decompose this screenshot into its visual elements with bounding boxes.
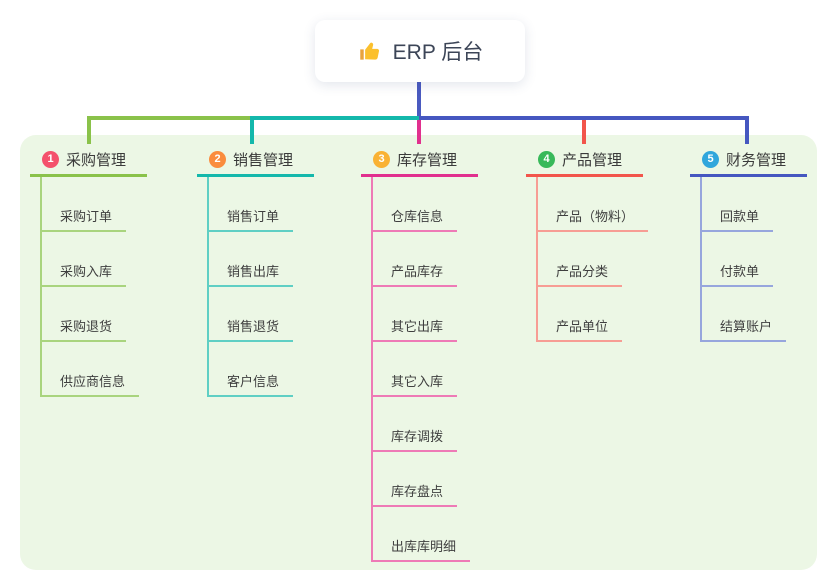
child-node[interactable]: 销售出库 bbox=[209, 232, 294, 287]
child-node[interactable]: 采购订单 bbox=[42, 177, 127, 232]
badge-number-5: 5 bbox=[702, 151, 719, 168]
child-node[interactable]: 出库库明细 bbox=[373, 507, 471, 562]
branch-label: 财务管理 bbox=[726, 152, 787, 169]
child-node[interactable]: 供应商信息 bbox=[42, 342, 140, 397]
connector-drop-branch-4 bbox=[582, 120, 586, 144]
child-node[interactable]: 产品库存 bbox=[373, 232, 458, 287]
connector-drop-branch-3 bbox=[417, 120, 421, 144]
branch-sales: 2 销售管理 销售订单 销售出库 销售退货 客户信息 bbox=[197, 145, 314, 397]
thumbs-up-icon bbox=[357, 38, 383, 64]
child-node[interactable]: 客户信息 bbox=[209, 342, 294, 397]
branch-label: 采购管理 bbox=[66, 152, 127, 169]
child-node[interactable]: 采购入库 bbox=[42, 232, 127, 287]
badge-number-2: 2 bbox=[209, 151, 226, 168]
child-node[interactable]: 库存盘点 bbox=[373, 452, 458, 507]
connector-drop-branch-1 bbox=[87, 116, 91, 144]
child-node[interactable]: 回款单 bbox=[702, 177, 774, 232]
branch-children: 仓库信息 产品库存 其它出库 其它入库 库存调拨 库存盘点 出库库明细 bbox=[371, 177, 471, 562]
root-node-erp[interactable]: ERP 后台 bbox=[315, 20, 525, 82]
child-node[interactable]: 其它出库 bbox=[373, 287, 458, 342]
child-node[interactable]: 产品（物料） bbox=[538, 177, 649, 232]
branch-node-sales[interactable]: 2 销售管理 bbox=[197, 145, 314, 177]
badge-number-3: 3 bbox=[373, 151, 390, 168]
branch-node-finance[interactable]: 5 财务管理 bbox=[690, 145, 807, 177]
badge-number-1: 1 bbox=[42, 151, 59, 168]
branch-children: 产品（物料） 产品分类 产品单位 bbox=[536, 177, 649, 342]
branch-label: 产品管理 bbox=[562, 152, 623, 169]
root-node-label: ERP 后台 bbox=[392, 41, 484, 64]
connector-root-drop bbox=[417, 82, 421, 118]
branch-purchase: 1 采购管理 采购订单 采购入库 采购退货 供应商信息 bbox=[30, 145, 147, 397]
branch-label: 库存管理 bbox=[397, 152, 458, 169]
connector-horizontal-blue bbox=[419, 116, 749, 120]
branch-product: 4 产品管理 产品（物料） 产品分类 产品单位 bbox=[526, 145, 649, 342]
branch-label: 销售管理 bbox=[233, 152, 294, 169]
child-node[interactable]: 仓库信息 bbox=[373, 177, 458, 232]
branch-node-product[interactable]: 4 产品管理 bbox=[526, 145, 643, 177]
connector-horizontal-green bbox=[87, 116, 254, 120]
mindmap-canvas-panel bbox=[20, 135, 817, 570]
branch-finance: 5 财务管理 回款单 付款单 结算账户 bbox=[690, 145, 807, 342]
child-node[interactable]: 产品分类 bbox=[538, 232, 623, 287]
child-node[interactable]: 结算账户 bbox=[702, 287, 787, 342]
child-node[interactable]: 库存调拨 bbox=[373, 397, 458, 452]
child-node[interactable]: 销售退货 bbox=[209, 287, 294, 342]
badge-number-4: 4 bbox=[538, 151, 555, 168]
branch-node-inventory[interactable]: 3 库存管理 bbox=[361, 145, 478, 177]
connector-drop-branch-5 bbox=[745, 116, 749, 144]
branch-inventory: 3 库存管理 仓库信息 产品库存 其它出库 其它入库 库存调拨 库存盘点 出库库… bbox=[361, 145, 478, 562]
connector-drop-branch-2 bbox=[250, 116, 254, 144]
connector-horizontal-teal bbox=[254, 116, 419, 120]
branch-children: 采购订单 采购入库 采购退货 供应商信息 bbox=[40, 177, 140, 397]
child-node[interactable]: 产品单位 bbox=[538, 287, 623, 342]
child-node[interactable]: 其它入库 bbox=[373, 342, 458, 397]
branch-node-purchase[interactable]: 1 采购管理 bbox=[30, 145, 147, 177]
branch-children: 回款单 付款单 结算账户 bbox=[700, 177, 787, 342]
child-node[interactable]: 销售订单 bbox=[209, 177, 294, 232]
child-node[interactable]: 付款单 bbox=[702, 232, 774, 287]
child-node[interactable]: 采购退货 bbox=[42, 287, 127, 342]
branch-children: 销售订单 销售出库 销售退货 客户信息 bbox=[207, 177, 294, 397]
